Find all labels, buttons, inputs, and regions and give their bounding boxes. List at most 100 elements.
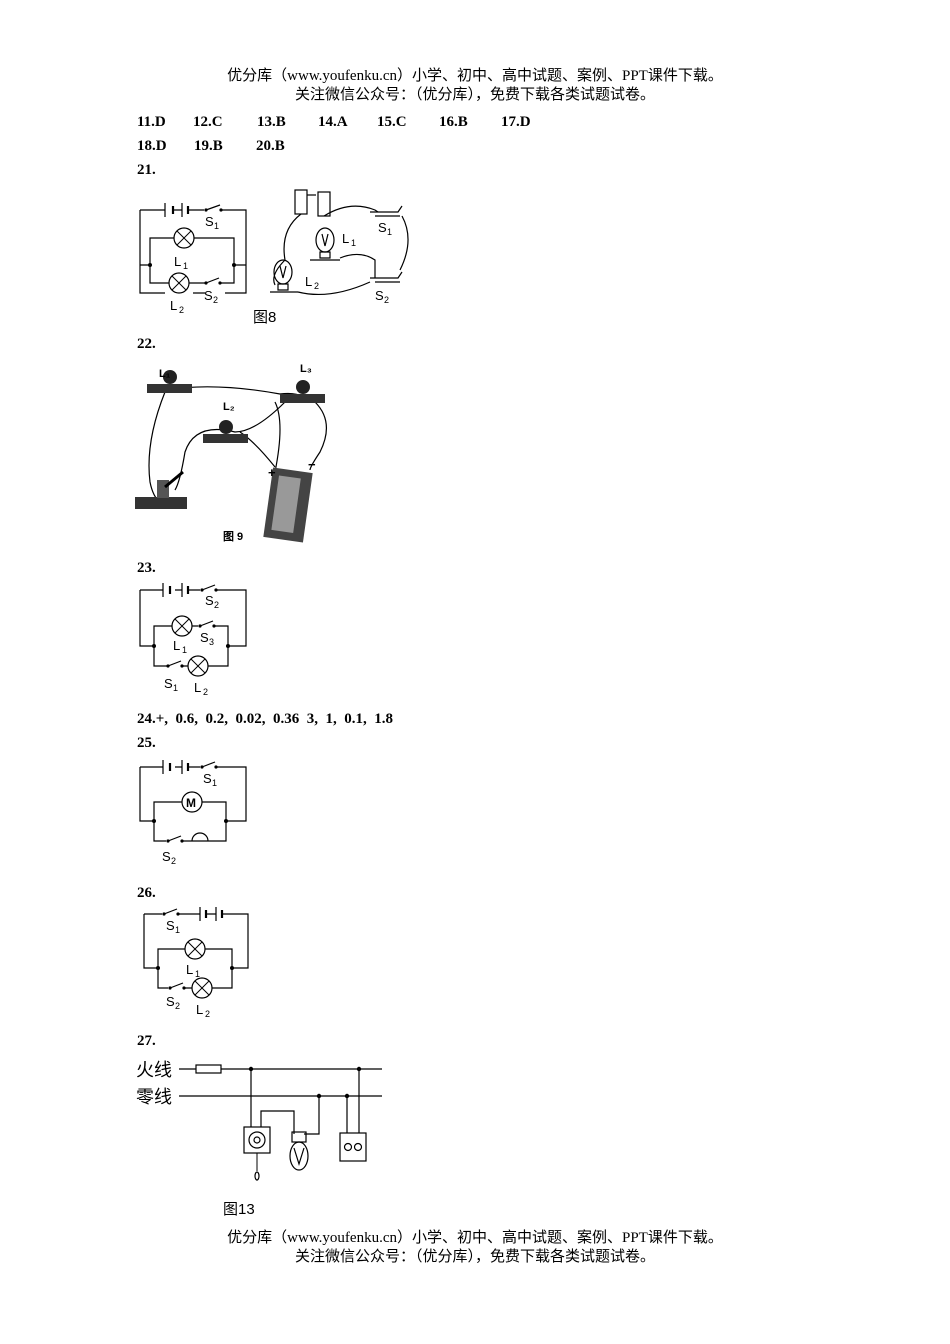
s1-label: S xyxy=(166,918,175,933)
svg-text:2: 2 xyxy=(203,687,208,697)
power-socket-icon xyxy=(339,1132,367,1162)
svg-text:1: 1 xyxy=(183,261,188,271)
switch-s1-icon xyxy=(200,761,218,769)
l1-label: L xyxy=(174,254,181,269)
lamp-l1-icon xyxy=(171,615,193,637)
svg-text:1: 1 xyxy=(212,778,217,788)
q27-number: 27. xyxy=(137,1033,156,1049)
figure-13-caption: 图13 xyxy=(223,1201,255,1218)
l1-label: L xyxy=(186,962,193,977)
footer-line-2: 关注微信公众号：（优分库），免费下载各类试题试卷。 xyxy=(294,1249,655,1265)
l3-label: L₃ xyxy=(300,363,312,375)
q24-answer: 24.+, 0.6, 0.2, 0.02, 0.36 3, 1, 0.1, 1.… xyxy=(137,711,394,727)
svg-text:2: 2 xyxy=(175,1001,180,1011)
lamp-l3-icon xyxy=(280,380,325,403)
switch-s1-icon xyxy=(162,908,180,916)
answer-14: 14.A xyxy=(318,114,348,130)
lamp-l1-icon xyxy=(147,370,192,393)
s2-label: S xyxy=(205,593,214,608)
header-line-2: 关注微信公众号：（优分库），免费下载各类试题试卷。 xyxy=(294,87,655,103)
svg-text:1: 1 xyxy=(182,645,187,655)
switch-s1-icon xyxy=(204,204,223,212)
battery-box-icon xyxy=(263,467,313,543)
lamp-l2-icon xyxy=(168,272,190,294)
q25-number: 25. xyxy=(137,735,156,751)
q22-number: 22. xyxy=(137,336,156,352)
switch-s2-icon xyxy=(168,982,186,990)
svg-text:1: 1 xyxy=(351,238,356,248)
live-wire-label: 火线 xyxy=(136,1060,172,1080)
header-line-1: 优分库（www.youfenku.cn）小学、初中、高中试题、案例、PPT课件下… xyxy=(227,68,723,84)
q27-household-circuit: 火线 零线 图13 xyxy=(136,1060,382,1218)
battery-icon xyxy=(199,907,224,921)
svg-text:1: 1 xyxy=(387,227,392,237)
q22-physical-circuit: L₁ L₂ L₃ + − 图 9 xyxy=(135,363,327,543)
lamp-l2-icon xyxy=(187,655,209,677)
switch-s2-icon xyxy=(166,835,184,843)
l2-label: L xyxy=(170,298,177,313)
physical-l2-label: L xyxy=(305,274,312,289)
pull-switch-icon xyxy=(243,1126,271,1181)
plus-label: + xyxy=(268,465,276,480)
s1-label: S xyxy=(164,676,173,691)
motor-label: M xyxy=(186,796,196,810)
battery-icon xyxy=(164,203,190,217)
q23-number: 23. xyxy=(137,560,156,576)
minus-label: − xyxy=(308,457,316,472)
switch-icon xyxy=(135,470,187,509)
svg-text:2: 2 xyxy=(171,856,176,866)
s1-label: S xyxy=(203,771,212,786)
l1-label: L₁ xyxy=(159,368,171,380)
l2-label: L xyxy=(194,680,201,695)
svg-text:2: 2 xyxy=(314,281,319,291)
figure-8-caption: 图8 xyxy=(253,309,276,326)
s2-label: S xyxy=(166,994,175,1009)
lamp-l1-icon xyxy=(184,938,206,960)
answer-13: 13.B xyxy=(257,114,286,130)
s2-label: S xyxy=(162,849,171,864)
l2-label: L xyxy=(196,1002,203,1017)
battery-icon xyxy=(162,583,190,597)
svg-text:2: 2 xyxy=(214,600,219,610)
svg-text:2: 2 xyxy=(205,1009,210,1019)
figure-9-caption: 图 9 xyxy=(223,530,243,543)
lamp-l2-icon xyxy=(203,420,248,443)
answer-17: 17.D xyxy=(501,114,531,130)
svg-text:2: 2 xyxy=(179,305,184,315)
l1-label: L xyxy=(173,638,180,653)
lamp-l1-icon xyxy=(173,227,195,249)
svg-text:2: 2 xyxy=(213,295,218,305)
q21-number: 21. xyxy=(137,162,156,178)
s1-label: S xyxy=(205,214,214,229)
neutral-wire-label: 零线 xyxy=(136,1087,172,1107)
l2-label: L₂ xyxy=(223,401,235,413)
answer-11: 11.D xyxy=(137,114,166,130)
answer-12: 12.C xyxy=(193,114,223,130)
motor-icon: M xyxy=(181,791,203,813)
answer-20: 20.B xyxy=(256,138,285,154)
q26-number: 26. xyxy=(137,885,156,901)
svg-text:3: 3 xyxy=(209,637,214,647)
switch-s3-icon xyxy=(198,620,216,628)
battery-icon xyxy=(162,760,190,774)
switch-s1-icon xyxy=(166,660,184,668)
s2-label: S xyxy=(204,288,213,303)
bell-icon xyxy=(190,832,210,842)
light-bulb-icon xyxy=(289,1131,309,1171)
s3-label: S xyxy=(200,630,209,645)
physical-circuit: L 1 S 1 L 2 S 2 xyxy=(270,189,409,305)
physical-s1-label: S xyxy=(378,220,387,235)
q21-circuit-diagram: S 1 L 1 L 2 S 2 L 1 S 1 L 2 S 2 xyxy=(139,189,409,326)
lamp-l2-icon xyxy=(191,977,213,999)
physical-s2-label: S xyxy=(375,288,384,303)
physical-l1-label: L xyxy=(342,231,349,246)
svg-text:2: 2 xyxy=(384,295,389,305)
switch-s2-icon xyxy=(200,584,218,592)
svg-text:1: 1 xyxy=(214,221,219,231)
svg-text:1: 1 xyxy=(173,683,178,693)
answer-18: 18.D xyxy=(137,138,167,154)
